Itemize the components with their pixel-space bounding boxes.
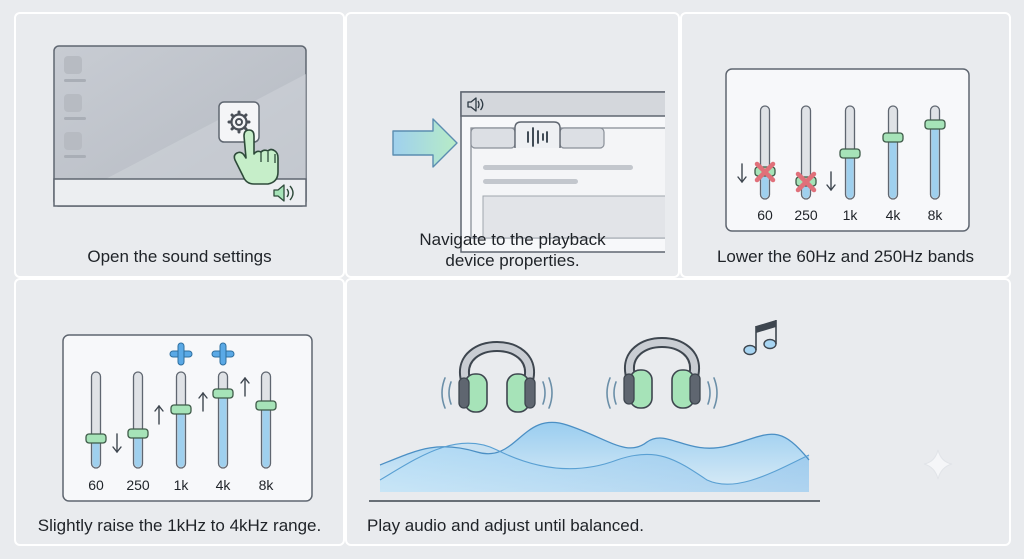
plus-icon [169,342,193,366]
step-playback-properties: Navigate to the playback device properti… [345,12,680,278]
arrow-down-icon [737,163,747,184]
step-raise-mids: 60 250 1k 4k 8k Slightly raise the 1kHz to 4… [14,278,345,546]
arrow-up-icon [198,391,208,412]
band-label: 8k [259,477,275,493]
desktop-icon[interactable] [64,94,82,112]
equalizer-lower: 60 250 1k 4k 8k [725,68,970,232]
x-mark-icon [795,171,817,193]
headphones-icon [606,337,718,409]
audio-waveform-icon [527,127,548,147]
caption-line-2: device properties. [445,251,580,270]
slider-fill [134,433,142,467]
step-caption: Lower the 60Hz and 250Hz bands [716,247,975,266]
step-caption: Play audio and adjust until balanced. [367,516,644,535]
arrow-up-icon [240,376,250,397]
sound-wave [369,421,820,502]
slider-knob[interactable] [924,119,946,130]
desktop-icon[interactable] [64,56,82,74]
slider-fill [177,409,185,467]
band-label: 250 [794,207,818,223]
band-label: 4k [886,207,902,223]
eq-slider-250[interactable]: 250 [794,105,818,223]
plus-icon [211,342,235,366]
step-lower-bass: 60 250 1k 4k 8k Lower the 60Hz and 250Hz ban… [680,12,1011,278]
slider-fill [262,405,270,467]
tab-advanced[interactable] [559,127,605,149]
properties-illustration [392,84,678,264]
arrow-up-icon [154,404,164,425]
band-label: 4k [216,477,232,493]
slider-knob[interactable] [882,132,904,143]
eq-slider-1k[interactable]: 1k [170,371,192,493]
desktop-icon[interactable] [64,132,82,150]
eq-slider-8k[interactable]: 8k [924,105,946,223]
play-audio-illustration [369,320,953,502]
band-label: 1k [174,477,190,493]
slider-fill [931,124,939,198]
eq-slider-60[interactable]: 60 [85,371,107,493]
step-caption: Open the sound settings [87,247,272,266]
slider-track[interactable] [800,105,812,200]
band-label: 8k [928,207,944,223]
slider-knob[interactable] [212,388,234,399]
slider-knob[interactable] [127,428,149,439]
slider-fill [219,393,227,467]
headphones-icon [441,341,553,413]
arrow-right-icon [392,118,458,168]
slider-fill [846,153,854,198]
band-label: 250 [126,477,150,493]
slider-knob[interactable] [255,400,277,411]
equalizer-raise: 60 250 1k 4k 8k [62,334,313,502]
band-label: 60 [757,207,773,223]
x-mark-icon [754,161,776,183]
eq-slider-4k[interactable]: 4k [882,105,904,223]
speaker-icon[interactable] [273,184,294,202]
equalizer-panel [62,334,313,502]
eq-slider-1k[interactable]: 1k [839,105,861,223]
tab-general[interactable] [470,127,516,149]
slider-fill [92,438,100,467]
band-label: 1k [843,207,859,223]
step-open-sound-settings: Open the sound settings [14,12,345,278]
step-play-audio: Play audio and adjust until balanced. [345,278,1011,546]
arrow-down-icon [826,171,836,192]
settings-illustration [53,45,307,207]
properties-window [460,91,678,253]
hand-pointer-icon [233,129,279,185]
step-caption: Slightly raise the 1kHz to 4kHz range. [37,516,322,535]
slider-fill [761,171,769,198]
eq-slider-8k[interactable]: 8k [255,371,277,493]
eq-slider-4k[interactable]: 4k [212,371,234,493]
band-label: 60 [88,477,104,493]
music-note-icon [743,320,777,356]
slider-fill [889,137,897,198]
slider-knob[interactable] [839,148,861,159]
eq-slider-250[interactable]: 250 [126,371,150,493]
sparkle-icon [923,449,953,480]
arrow-down-icon [112,433,122,454]
caption-line-1: Navigate to the playback [419,230,606,249]
slider-knob[interactable] [85,433,107,444]
speaker-icon [467,97,484,112]
step-caption: Navigate to the playback device properti… [347,229,678,271]
slider-knob[interactable] [170,404,192,415]
